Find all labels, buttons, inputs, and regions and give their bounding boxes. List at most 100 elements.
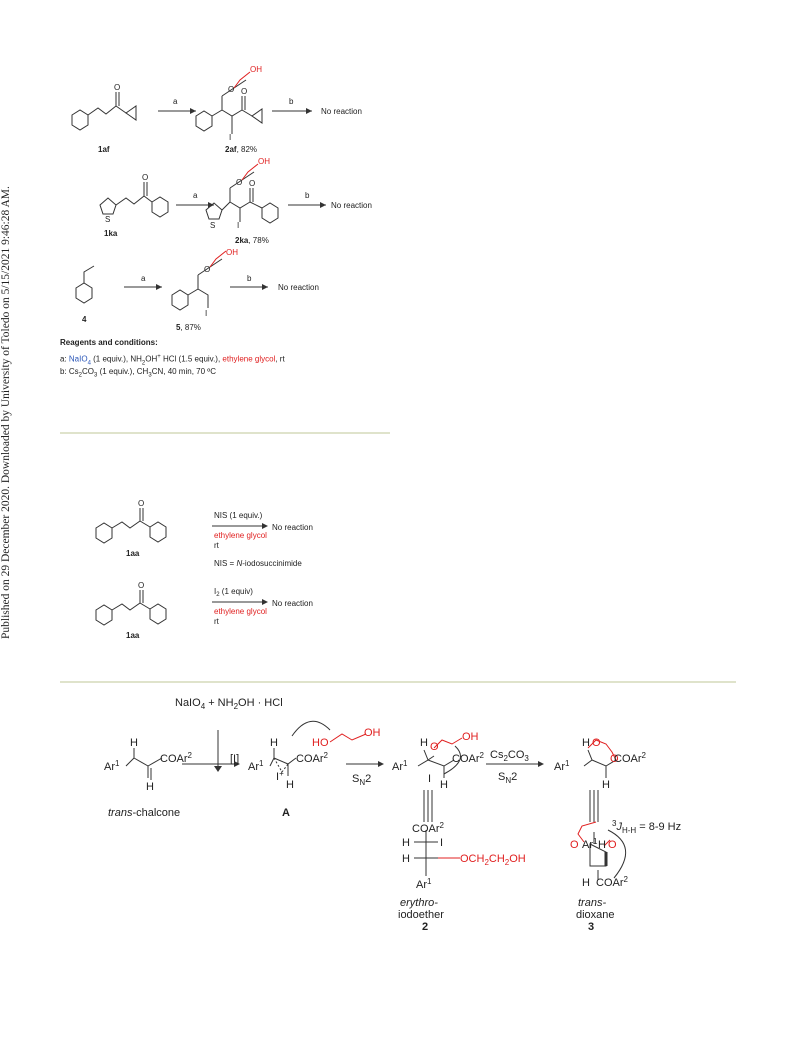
rt-label: rt <box>214 541 220 550</box>
oh-label: OH <box>364 727 381 739</box>
h-label: H <box>440 779 448 791</box>
i-label: I <box>205 309 207 318</box>
coar2-label: COAr2 <box>452 751 485 765</box>
o-label: O <box>592 737 601 749</box>
dioxane-label: dioxane <box>576 909 615 921</box>
oh-label: OH <box>462 731 479 743</box>
compound-1aa: 1aa <box>126 631 140 640</box>
coar2-label: COAr2 <box>160 751 193 765</box>
cs2co3-label: Cs2CO3 <box>490 749 529 763</box>
compound-1af: 1af <box>98 145 110 154</box>
o-label: O <box>138 499 144 508</box>
h-label: H <box>582 737 590 749</box>
trans-label: trans- <box>578 897 606 909</box>
h-label: H <box>582 877 590 889</box>
condition-a: a: NaIO4 (1 equiv.), NH2OH+ HCl (1.5 equ… <box>60 354 285 367</box>
ar1-label: Ar1 <box>248 759 264 773</box>
nis-definition: NIS = N-iodosuccinimide <box>214 559 302 568</box>
o-label: O <box>228 85 234 94</box>
s-label: S <box>105 215 110 224</box>
h-label: H <box>270 737 278 749</box>
no-reaction-label: No reaction <box>272 599 313 608</box>
section-divider <box>60 432 390 434</box>
compound-5: 5, 87% <box>176 323 201 332</box>
compound-2ka: 2ka, 78% <box>235 236 269 245</box>
no-reaction-label: No reaction <box>272 523 313 532</box>
glycol-solvent: ethylene glycol <box>214 607 267 616</box>
no-reaction-label: No reaction <box>321 107 362 116</box>
iodination-step: [I] <box>230 753 239 765</box>
o-label: O <box>138 581 144 590</box>
scheme-2-control-reactions: O 1aa NIS (1 equiv.) ethylene glycol rt … <box>95 499 313 640</box>
reagent-naio4-nh2oh: NaIO4 + NH2OH · HCl <box>175 697 283 711</box>
section-divider <box>60 681 736 683</box>
rt-label: rt <box>214 617 220 626</box>
sn2-label: SN2 <box>352 773 371 787</box>
intermediate-A: A <box>282 807 290 819</box>
compound-1aa: 1aa <box>126 549 140 558</box>
sn2-label: SN2 <box>498 771 517 785</box>
o-label: O <box>608 839 617 851</box>
step-b-label: b <box>289 97 294 106</box>
h-label: H <box>130 737 138 749</box>
h-label: H <box>402 837 410 849</box>
scheme-1-control-reactions: OH O O O I a b No reaction 1af 2af, 82% … <box>71 65 372 332</box>
h-label: H <box>602 779 610 791</box>
coar2-label: COAr2 <box>296 751 329 765</box>
coupling-constant: 3JH-H = 8-9 Hz <box>612 819 681 835</box>
step-b-label: b <box>247 274 252 283</box>
ar1-label: Ar1 <box>554 759 570 773</box>
coar2-label: COAr2 <box>596 875 629 889</box>
trans-chalcone-label: trans-chalcone <box>108 807 180 819</box>
coar2-label: COAr2 <box>614 751 647 765</box>
condition-b: b: Cs2CO3 (1 equiv.), CH3CN, 40 min, 70 … <box>60 367 216 379</box>
i-label: I <box>440 837 443 849</box>
erythro-label: erythro- <box>400 897 438 909</box>
o-label: O <box>249 179 255 188</box>
step-a-label: a <box>141 274 146 283</box>
ar1-label: Ar1 <box>416 877 432 891</box>
oh-label: OH <box>226 248 238 257</box>
compound-4: 4 <box>82 315 87 324</box>
benzene-ring <box>71 109 89 131</box>
h-label: H <box>402 853 410 865</box>
scheme-3-mechanism: NaIO4 + NH2OH · HCl [I] H H Ar1 COAr2 tr… <box>104 697 681 933</box>
iodonium-label: I+ <box>276 769 284 783</box>
compound-2af: 2af, 82% <box>225 145 257 154</box>
coar2-label: COAr2 <box>412 821 445 835</box>
o-label: O <box>204 265 210 274</box>
no-reaction-label: No reaction <box>278 283 319 292</box>
compound-3: 3 <box>588 921 594 933</box>
step-a-label: a <box>173 97 178 106</box>
step-a-label: a <box>193 191 198 200</box>
compound-2: 2 <box>422 921 428 933</box>
conditions-title: Reagents and conditions: <box>60 338 158 347</box>
ho-label: HO <box>312 737 329 749</box>
i-label: I <box>229 133 231 142</box>
iodine-reagent: I2 (1 equiv) <box>214 587 253 598</box>
o-label: O <box>610 753 619 765</box>
nis-reagent: NIS (1 equiv.) <box>214 511 263 520</box>
o-label: O <box>570 839 579 851</box>
glycol-solvent: ethylene glycol <box>214 531 267 540</box>
h-label: H <box>146 781 154 793</box>
o-label: O <box>430 741 439 753</box>
step-b-label: b <box>305 191 310 200</box>
i-label: I <box>237 221 239 230</box>
no-reaction-label: No reaction <box>331 201 372 210</box>
o-label: O <box>236 178 242 187</box>
h-label: H <box>598 839 606 851</box>
o-label: O <box>142 173 148 182</box>
ar1-label: Ar1 <box>582 837 598 851</box>
o-label: O <box>241 87 247 96</box>
o-label: O <box>114 83 120 92</box>
ar1-label: Ar1 <box>392 759 408 773</box>
oh-label: OH <box>258 157 270 166</box>
s-label: S <box>210 221 215 230</box>
h-label: H <box>286 779 294 791</box>
oh-label: OH <box>250 65 262 74</box>
compound-1ka: 1ka <box>104 229 118 238</box>
h-label: H <box>420 737 428 749</box>
ar1-label: Ar1 <box>104 759 120 773</box>
i-label: I <box>428 773 431 785</box>
